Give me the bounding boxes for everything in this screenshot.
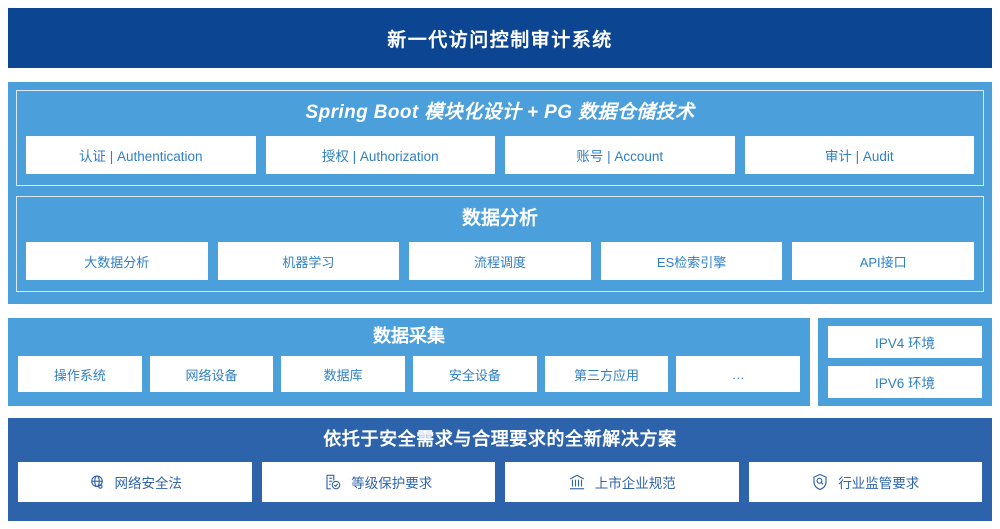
data-collection-card-row: 操作系统 网络设备 数据库 安全设备 第三方应用 … [18, 356, 801, 392]
collection-card-network-device[interactable]: 网络设备 [149, 356, 274, 392]
platform-card-authentication[interactable]: 认证 | Authentication [26, 136, 256, 174]
analysis-card-machine-learning[interactable]: 机器学习 [217, 242, 400, 280]
platform-card-authorization[interactable]: 授权 | Authorization [265, 136, 495, 174]
analysis-section: 数据分析 大数据分析 机器学习 流程调度 ES检索引擎 API接口 [16, 196, 984, 292]
analysis-section-title: 数据分析 [461, 208, 538, 229]
analysis-card-process-scheduling[interactable]: 流程调度 [409, 242, 591, 280]
collection-card-database[interactable]: 数据库 [281, 356, 406, 392]
solution-panel: 依托于安全需求与合理要求的全新解决方案 网络安全法 [8, 418, 992, 521]
collection-card-third-party-app[interactable]: 第三方应用 [544, 356, 669, 392]
architecture-panel: Spring Boot 模块化设计 + PG 数据仓储技术 认证 | Authe… [8, 82, 992, 304]
platform-section-title: Spring Boot 模块化设计 + PG 数据仓储技术 [305, 102, 695, 123]
solution-card-label: 网络安全法 [114, 476, 183, 491]
solution-title: 依托于安全需求与合理要求的全新解决方案 [323, 429, 677, 449]
document-check-icon [324, 473, 342, 491]
platform-section: Spring Boot 模块化设计 + PG 数据仓储技术 认证 | Authe… [16, 90, 984, 186]
solution-card-label: 行业监管要求 [838, 476, 920, 491]
environment-card-ipv6[interactable]: IPV6 环境 [828, 366, 982, 398]
data-collection-panel: 数据采集 操作系统 网络设备 数据库 安全设备 第三方应用 … [8, 318, 810, 406]
data-collection-title: 数据采集 [373, 326, 445, 346]
solution-card-row: 网络安全法 等级保护要求 [18, 462, 982, 502]
globe-icon [88, 473, 106, 491]
solution-card-label: 等级保护要求 [351, 476, 433, 491]
solution-card-cybersecurity-law[interactable]: 网络安全法 [18, 462, 252, 502]
shield-search-icon [811, 473, 829, 491]
platform-card-account[interactable]: 账号 | Account [505, 136, 735, 174]
solution-card-listed-company-standards[interactable]: 上市企业规范 [505, 462, 739, 502]
analysis-card-api[interactable]: API接口 [792, 242, 974, 280]
bank-icon [568, 473, 586, 491]
platform-card-row: 认证 | Authentication 授权 | Authorization 账… [26, 136, 974, 174]
analysis-card-row: 大数据分析 机器学习 流程调度 ES检索引擎 API接口 [26, 242, 974, 280]
collection-card-security-device[interactable]: 安全设备 [413, 356, 537, 392]
solution-card-label: 上市企业规范 [594, 476, 676, 491]
solution-card-classified-protection[interactable]: 等级保护要求 [261, 462, 495, 502]
environment-panel: IPV4 环境 IPV6 环境 [818, 318, 992, 406]
platform-card-audit[interactable]: 审计 | Audit [744, 136, 974, 174]
analysis-card-big-data[interactable]: 大数据分析 [26, 242, 208, 280]
analysis-card-es-search-engine[interactable]: ES检索引擎 [600, 242, 783, 280]
solution-card-industry-regulation[interactable]: 行业监管要求 [748, 462, 982, 502]
page-title: 新一代访问控制审计系统 [387, 29, 613, 51]
collection-card-operating-system[interactable]: 操作系统 [18, 356, 142, 392]
page-header: 新一代访问控制审计系统 [8, 8, 992, 68]
collection-card-more[interactable]: … [676, 356, 801, 392]
environment-card-ipv4[interactable]: IPV4 环境 [828, 326, 982, 358]
